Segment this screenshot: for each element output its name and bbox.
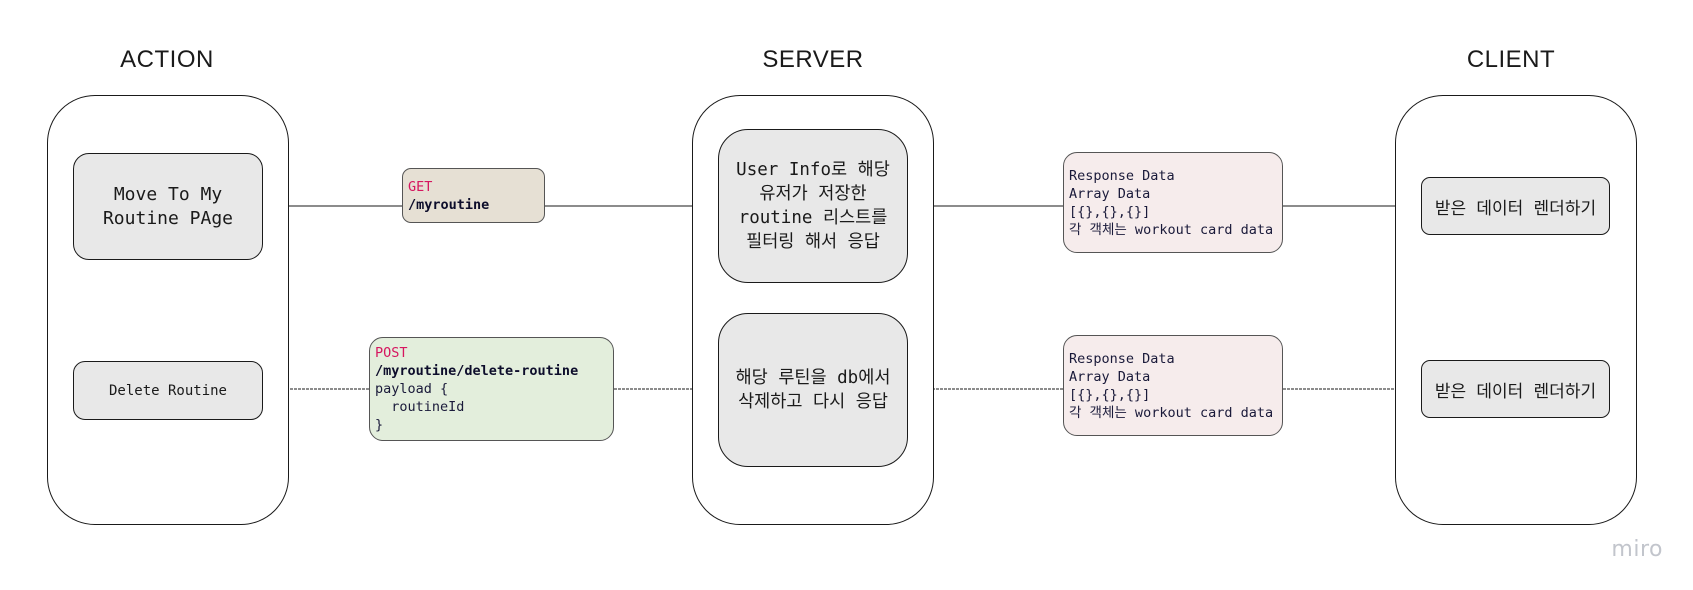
response-bottom-line3: [{},{},{}] xyxy=(1069,386,1151,403)
server-filter-line2: 유저가 저장한 xyxy=(759,184,867,204)
column-title-client: CLIENT xyxy=(1466,46,1556,73)
column-title-action: ACTION xyxy=(120,46,214,73)
client-lane xyxy=(1395,95,1637,525)
delete-routine-action[interactable]: Delete Routine xyxy=(73,361,263,420)
server-delete-line1: 해당 루틴을 db에서 xyxy=(735,368,891,388)
get-method-label: GET xyxy=(408,178,433,195)
client-render-bottom-label: 받은 데이터 렌더하기 xyxy=(1434,381,1597,402)
response-top-line1: Response Data xyxy=(1069,167,1175,184)
move-action-label-line1: Move To My xyxy=(113,183,223,205)
client-render-box-bottom: 받은 데이터 렌더하기 xyxy=(1421,360,1610,418)
response-bottom-line4: 각 객체는 workout card data xyxy=(1069,404,1274,421)
get-path-label: /myroutine xyxy=(408,196,490,213)
server-delete-line2: 삭제하고 다시 응답 xyxy=(738,392,888,412)
server-filter-line3: routine 리스트를 xyxy=(738,208,888,228)
response-bottom-line1: Response Data xyxy=(1069,350,1175,367)
miro-logo: miro xyxy=(1611,537,1663,562)
post-payload-close: } xyxy=(375,417,384,433)
delete-action-label: Delete Routine xyxy=(108,382,227,399)
response-bottom-line2: Array Data xyxy=(1069,368,1151,385)
move-to-my-routine-page-action[interactable]: Move To My Routine PAge xyxy=(73,153,263,260)
server-filter-routines-box: User Info로 해당 유저가 저장한 routine 리스트를 필터링 해… xyxy=(718,129,908,283)
post-payload-field: routineId xyxy=(375,399,465,415)
get-request-note: GET /myroutine xyxy=(402,168,545,223)
response-top-line2: Array Data xyxy=(1069,185,1151,202)
post-path-label: /myroutine/delete-routine xyxy=(375,363,579,379)
response-data-note-bottom: Response Data Array Data [{},{},{}] 각 객체… xyxy=(1063,335,1283,436)
client-render-top-label: 받은 데이터 렌더하기 xyxy=(1434,198,1597,219)
server-delete-routine-box: 해당 루틴을 db에서 삭제하고 다시 응답 xyxy=(718,313,908,467)
response-data-note-top: Response Data Array Data [{},{},{}] 각 객체… xyxy=(1063,152,1283,253)
post-method-label: POST xyxy=(375,345,408,361)
response-top-line3: [{},{},{}] xyxy=(1069,203,1151,220)
server-filter-line1: User Info로 해당 xyxy=(736,160,890,180)
client-render-box-top: 받은 데이터 렌더하기 xyxy=(1421,177,1610,235)
server-filter-line4: 필터링 해서 응답 xyxy=(746,232,880,252)
post-payload-open: payload { xyxy=(375,381,449,397)
response-top-line4: 각 객체는 workout card data xyxy=(1069,221,1274,238)
move-action-label-line2: Routine PAge xyxy=(102,207,234,229)
column-title-server: SERVER xyxy=(762,46,864,73)
post-request-note: POST /myroutine/delete-routine payload {… xyxy=(369,337,614,441)
